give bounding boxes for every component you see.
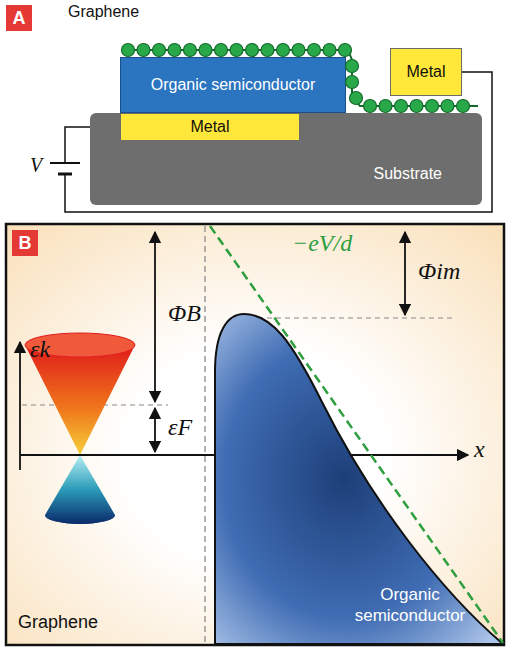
panel-tag: A: [6, 5, 32, 31]
organic-semiconductor-region: [212, 312, 505, 644]
node-text: Substrate: [374, 165, 442, 183]
phiim-arrow: [404, 232, 406, 315]
image-barrier-label: Φim: [418, 258, 460, 285]
valence-cone: [45, 455, 115, 524]
graphene-sheet: [122, 44, 479, 113]
voltage-label: V: [30, 154, 42, 177]
field-line: [210, 226, 503, 643]
barrier-label: ΦB: [168, 300, 201, 327]
text-overlay: Organic semiconductor: [345, 584, 475, 627]
energy-axis: [19, 342, 21, 470]
bottom-metal-electrode: Metal: [120, 113, 300, 141]
axis-label: x: [474, 436, 485, 463]
node-text: Organic semiconductor: [355, 585, 466, 625]
energy-axis-label: εk: [30, 336, 50, 363]
fermi-energy-label: εF: [168, 414, 192, 441]
phiB-arrow: [154, 232, 156, 402]
node-text: Metal: [406, 63, 445, 81]
battery-symbol: [50, 160, 80, 178]
node-text: Organic semiconductor: [151, 76, 316, 94]
material-label: Graphene: [68, 3, 139, 21]
region-outline: [212, 312, 505, 644]
node-text: A: [13, 8, 26, 29]
field-label: −eV/d: [292, 230, 352, 257]
top-metal-contact: Metal: [390, 48, 462, 96]
organic-semiconductor-layer: Organic semiconductor: [120, 57, 346, 113]
node-text: Metal: [190, 118, 229, 136]
barrier-top-level: [240, 317, 455, 318]
panel-tag: B: [12, 230, 38, 256]
material-label: Graphene: [18, 612, 98, 633]
epsF-arrow: [154, 408, 156, 452]
node-text: B: [19, 233, 32, 254]
panel-frame: [6, 224, 504, 645]
interface-line: [204, 226, 206, 643]
